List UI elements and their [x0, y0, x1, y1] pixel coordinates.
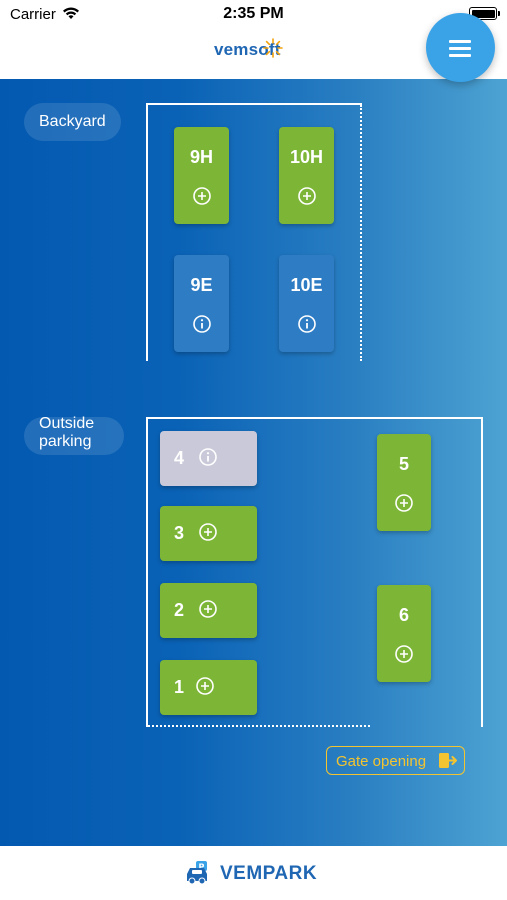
battery-tip — [498, 11, 500, 16]
app-header: vemsoft — [0, 30, 507, 79]
plus-circle-icon — [199, 600, 217, 618]
parking-spot-4[interactable]: 4 — [160, 431, 257, 486]
spot-number: 10H — [289, 147, 324, 167]
backyard-frame-dotted-edge — [360, 105, 362, 361]
gate-opening-button[interactable]: Gate opening — [326, 746, 465, 775]
parking-spot-2[interactable]: 2 — [160, 583, 257, 638]
clock: 2:35 PM — [223, 5, 284, 22]
exit-door-icon — [439, 753, 457, 768]
wifi-icon — [62, 6, 80, 25]
plus-circle-icon — [395, 494, 413, 512]
parking-spot-5[interactable]: 5 — [377, 434, 431, 531]
parking-car-icon: P — [187, 861, 207, 885]
spot-number: 6 — [398, 605, 409, 625]
spot-number: 4 — [174, 448, 185, 468]
parking-spot-1[interactable]: 1 — [160, 660, 257, 715]
sun-icon — [263, 38, 283, 58]
parking-spot-3[interactable]: 3 — [160, 506, 257, 561]
spot-number: 3 — [174, 523, 185, 543]
app-footer: P VEMPARK — [0, 846, 507, 900]
menu-button[interactable] — [426, 13, 495, 82]
parking-spot-9h[interactable]: 9H — [174, 127, 229, 224]
info-circle-icon — [199, 448, 217, 466]
parking-spot-9e[interactable]: 9E — [174, 255, 229, 352]
outside-parking-dotted-edge — [148, 725, 370, 727]
info-circle-icon — [192, 315, 211, 333]
plus-circle-icon — [199, 523, 217, 541]
spot-number: 5 — [398, 454, 409, 474]
parking-map: Backyard Outside parking 9H 10H 9E 10E 4… — [0, 79, 507, 846]
parking-spot-10e[interactable]: 10E — [279, 255, 334, 352]
spot-number: 9H — [189, 147, 213, 167]
svg-text:P: P — [199, 863, 205, 872]
status-bar: Carrier 2:35 PM — [0, 0, 507, 30]
spot-number: 9E — [190, 275, 213, 295]
info-circle-icon — [297, 315, 316, 333]
gate-opening-label: Gate opening — [336, 753, 427, 770]
plus-circle-icon — [196, 677, 214, 695]
backyard-frame — [146, 103, 362, 361]
spot-number: 1 — [174, 677, 185, 697]
logo-text: vemsoft — [214, 40, 281, 59]
plus-circle-icon — [297, 187, 316, 205]
outside-parking-frame — [146, 417, 483, 727]
carrier-label: Carrier — [10, 6, 56, 23]
parking-spot-10h[interactable]: 10H — [279, 127, 334, 224]
outside-parking-label: Outside parking — [24, 415, 124, 455]
plus-circle-icon — [192, 187, 211, 205]
plus-circle-icon — [395, 645, 413, 663]
spot-number: 2 — [174, 600, 185, 620]
vempark-brand: VEMPARK — [220, 863, 318, 884]
backyard-label: Backyard — [24, 103, 121, 141]
spot-number: 10E — [290, 275, 323, 295]
vemsoft-logo: vemsoft — [214, 38, 283, 70]
parking-spot-6[interactable]: 6 — [377, 585, 431, 682]
